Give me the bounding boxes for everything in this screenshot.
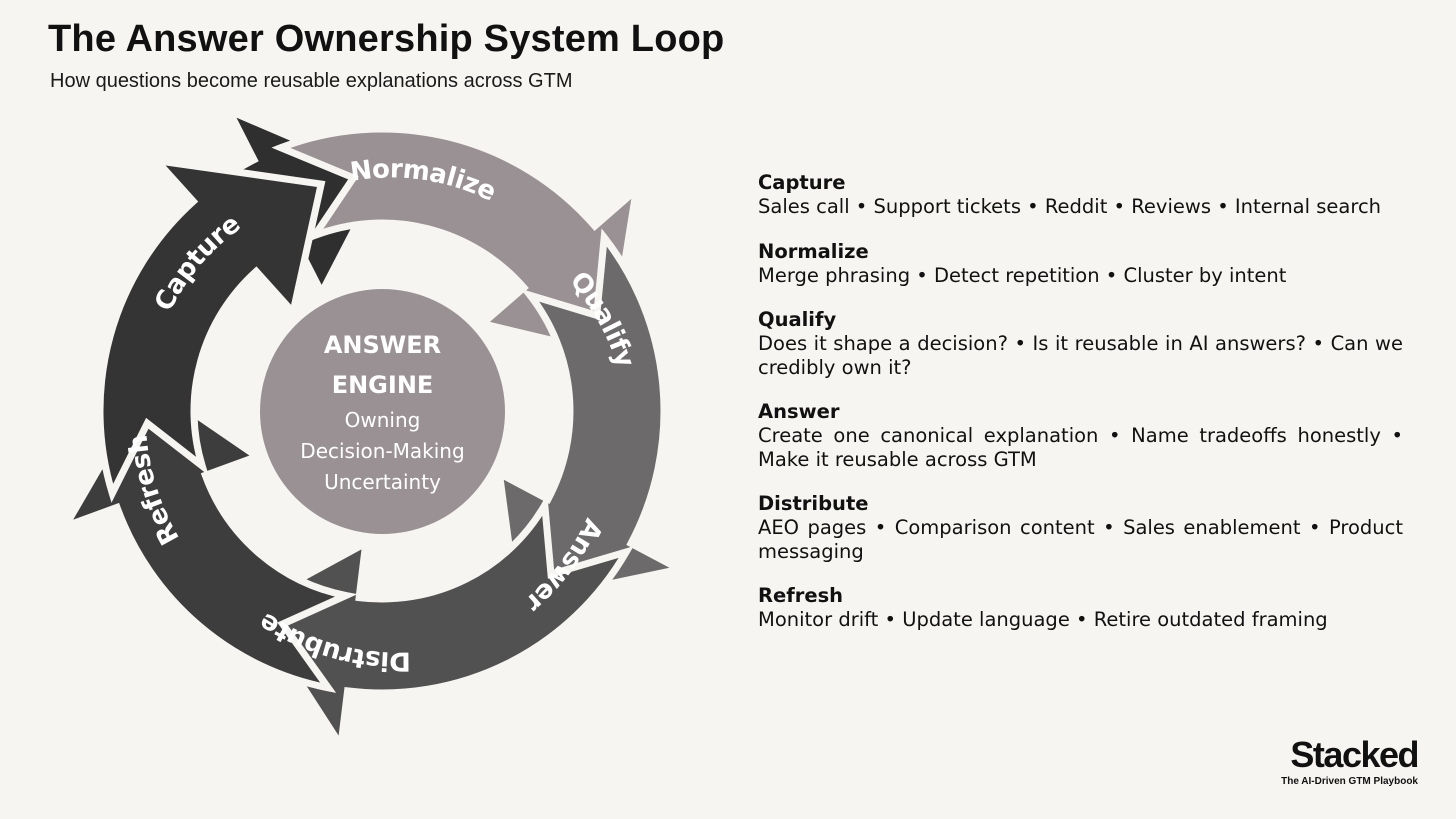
hub-line-3: Uncertainty	[324, 470, 441, 494]
step-text: Create one canonical explanation • Name …	[758, 424, 1403, 471]
step-descriptions: Capture Sales call • Support tickets • R…	[758, 171, 1403, 653]
hub-line-1: Owning	[344, 408, 421, 432]
step-name: Refresh	[758, 584, 844, 607]
step-text: Monitor drift • Update language • Retire…	[758, 608, 1328, 631]
brand-tagline: The AI-Driven GTM Playbook	[1281, 776, 1418, 787]
step-capture: Capture Sales call • Support tickets • R…	[758, 171, 1403, 219]
step-text: Merge phrasing • Detect repetition • Clu…	[758, 263, 1287, 287]
cycle-arrow-refresh	[96, 155, 326, 503]
step-refresh: Refresh Monitor drift • Update language …	[758, 584, 1403, 632]
step-text: Sales call • Support tickets • Reddit • …	[758, 195, 1382, 218]
cycle-arrow-distrubute	[57, 377, 358, 693]
step-name: Answer	[758, 400, 840, 423]
step-name: Normalize	[758, 239, 869, 263]
step-name: Capture	[758, 171, 846, 194]
page-title: The Answer Ownership System Loop	[48, 18, 725, 60]
step-text: Does it shape a decision? • Is it reusab…	[758, 332, 1403, 379]
step-distribute: Distribute AEO pages • Comparison conten…	[758, 492, 1403, 563]
brand-logo: Stacked The AI-Driven GTM Playbook	[1281, 734, 1419, 788]
hub-title: ANSWER ENGINE	[323, 331, 442, 399]
step-qualify: Qualify Does it shape a decision? • Is i…	[758, 308, 1403, 379]
answer-engine-hub: ANSWER ENGINE Owning Decision-Making Unc…	[260, 289, 505, 534]
step-normalize: Normalize Merge phrasing • Detect repeti…	[758, 240, 1403, 288]
hub-line-2: Decision-Making	[300, 439, 465, 463]
brand-name: Stacked	[1290, 734, 1419, 775]
page-subtitle: How questions become reusable explanatio…	[50, 70, 573, 92]
step-answer: Answer Create one canonical explanation …	[758, 400, 1403, 471]
cycle-diagram: Capture Normalize Qualify Answer Distrub…	[57, 110, 680, 756]
step-name: Qualify	[758, 308, 837, 331]
cycle-arrow-answer	[245, 493, 634, 756]
step-text: AEO pages • Comparison content • Sales e…	[758, 516, 1403, 563]
step-name: Distribute	[758, 492, 869, 515]
